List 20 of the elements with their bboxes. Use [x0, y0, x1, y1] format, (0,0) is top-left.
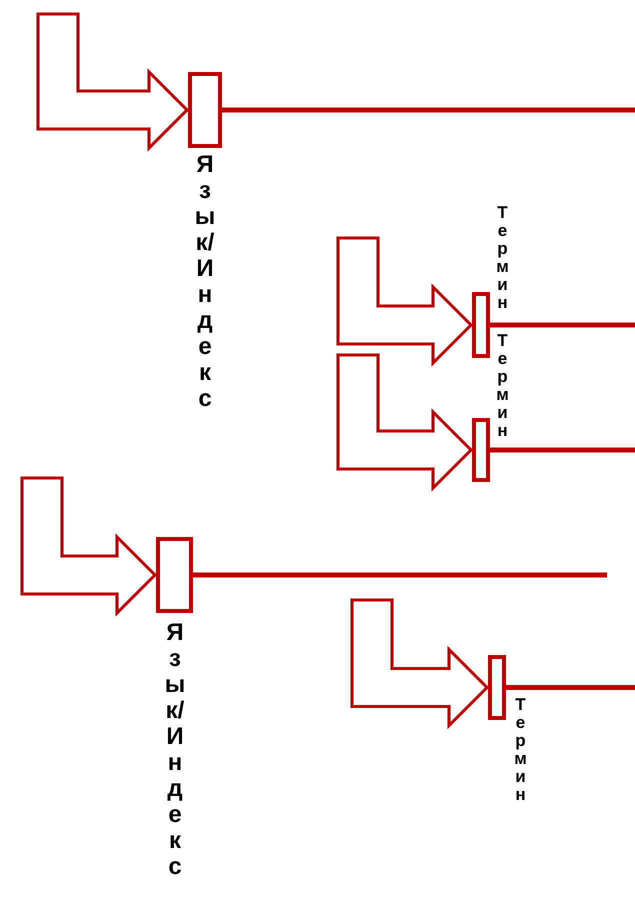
- connector-line: [193, 572, 607, 578]
- vertical-label: Термин: [513, 696, 528, 804]
- block-arrow: [336, 354, 474, 492]
- vertical-label: Термин: [495, 332, 510, 440]
- block-arrow: [36, 12, 190, 152]
- connector-line: [222, 108, 635, 112]
- block-arrow: [20, 476, 158, 617]
- block-arrow: [350, 598, 490, 730]
- connector-line: [490, 448, 635, 452]
- vertical-label: Язык/Индекс: [194, 152, 216, 412]
- bracket-box: [156, 537, 193, 613]
- bracket-box: [488, 655, 506, 720]
- bracket-box: [188, 72, 222, 148]
- vertical-label: Термин: [495, 204, 510, 312]
- vertical-label: Язык/Индекс: [164, 620, 186, 880]
- connector-line: [490, 322, 635, 328]
- bracket-box: [472, 418, 490, 482]
- block-arrow: [336, 236, 474, 367]
- connector-line: [506, 685, 635, 690]
- bracket-box: [472, 292, 490, 358]
